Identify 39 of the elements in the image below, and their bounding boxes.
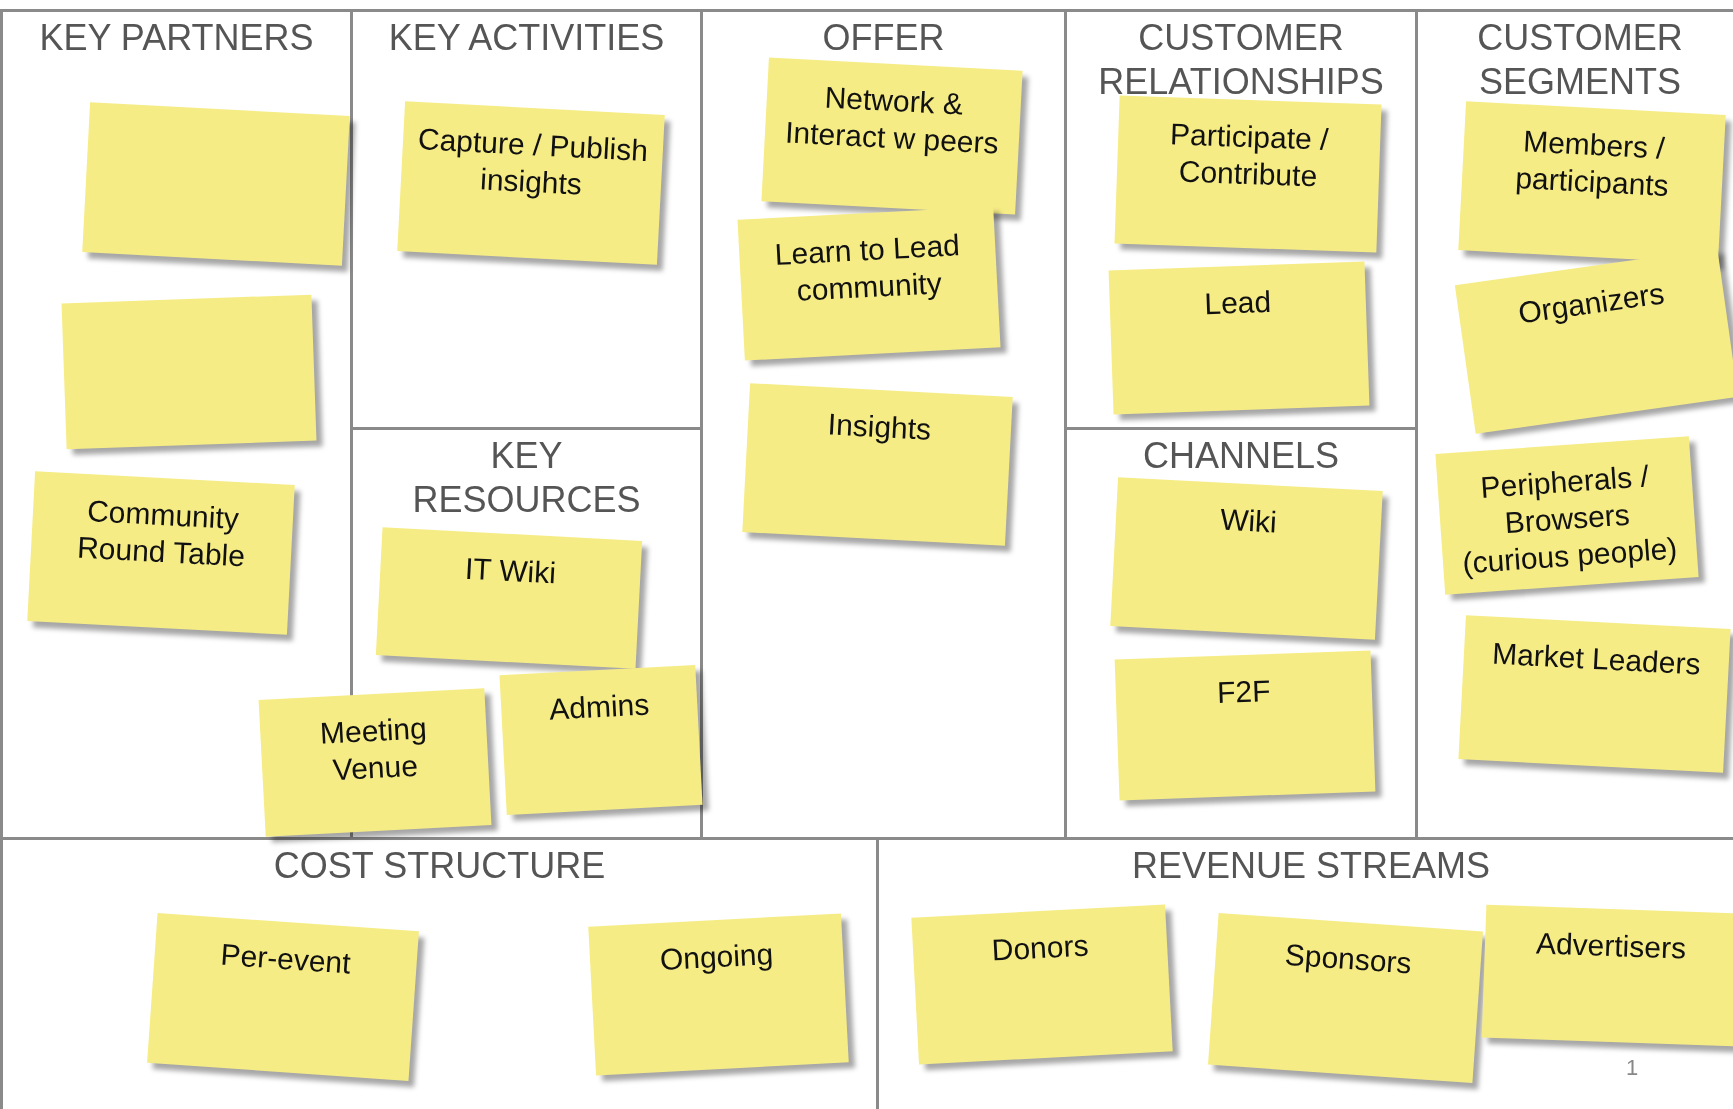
sticky-note [61,294,317,450]
section-title: KEY ACTIVITIES [387,16,666,60]
note-text: Ongoing [658,936,775,978]
sticky-note [737,206,1001,361]
section-title: KEY RESOURCES [411,434,642,522]
note-text: Wiki [1218,501,1279,541]
sticky-note [1114,95,1382,253]
note-text: Lead [1202,283,1273,323]
section-title: CUSTOMER SEGMENTS [1476,16,1684,104]
note-text: Donors [989,927,1091,969]
note-text: Participate / Contribute [1168,116,1331,195]
note-text: F2F [1215,673,1273,711]
section-title: CHANNELS [1141,434,1341,478]
note-text: Learn to Lead community [772,227,962,309]
note-text: Market Leaders [1490,635,1703,683]
note-text: Admins [547,686,652,728]
section-title: REVENUE STREAMS [1130,844,1492,888]
section-title: OFFER [821,16,946,60]
section-title: CUSTOMER RELATIONSHIPS [1097,16,1385,104]
note-text: Meeting Venue [318,710,429,789]
note-text: Members / participants [1513,123,1671,204]
note-text: Capture / Publish insights [416,121,650,203]
sticky-note [1435,436,1699,595]
note-text: Advertisers [1534,925,1688,967]
note-text: IT Wiki [463,550,558,592]
sticky-note [1481,904,1733,1047]
section-title: COST STRUCTURE [272,844,607,888]
note-text: Community Round Table [75,493,247,575]
sticky-note [1108,261,1370,415]
note-text: Sponsors [1282,936,1414,982]
section-title: KEY PARTNERS [38,16,315,60]
note-text: Per-event [218,936,353,982]
note-text: Organizers [1515,275,1668,332]
sticky-note [1114,650,1376,801]
sticky-note [499,664,703,816]
page-number: 1 [1626,1055,1639,1081]
note-text: Peripherals / Browsers (curious people) [1460,458,1680,582]
note-text: Insights [826,406,933,448]
note-text: Network & Interact w peers [783,79,1001,162]
